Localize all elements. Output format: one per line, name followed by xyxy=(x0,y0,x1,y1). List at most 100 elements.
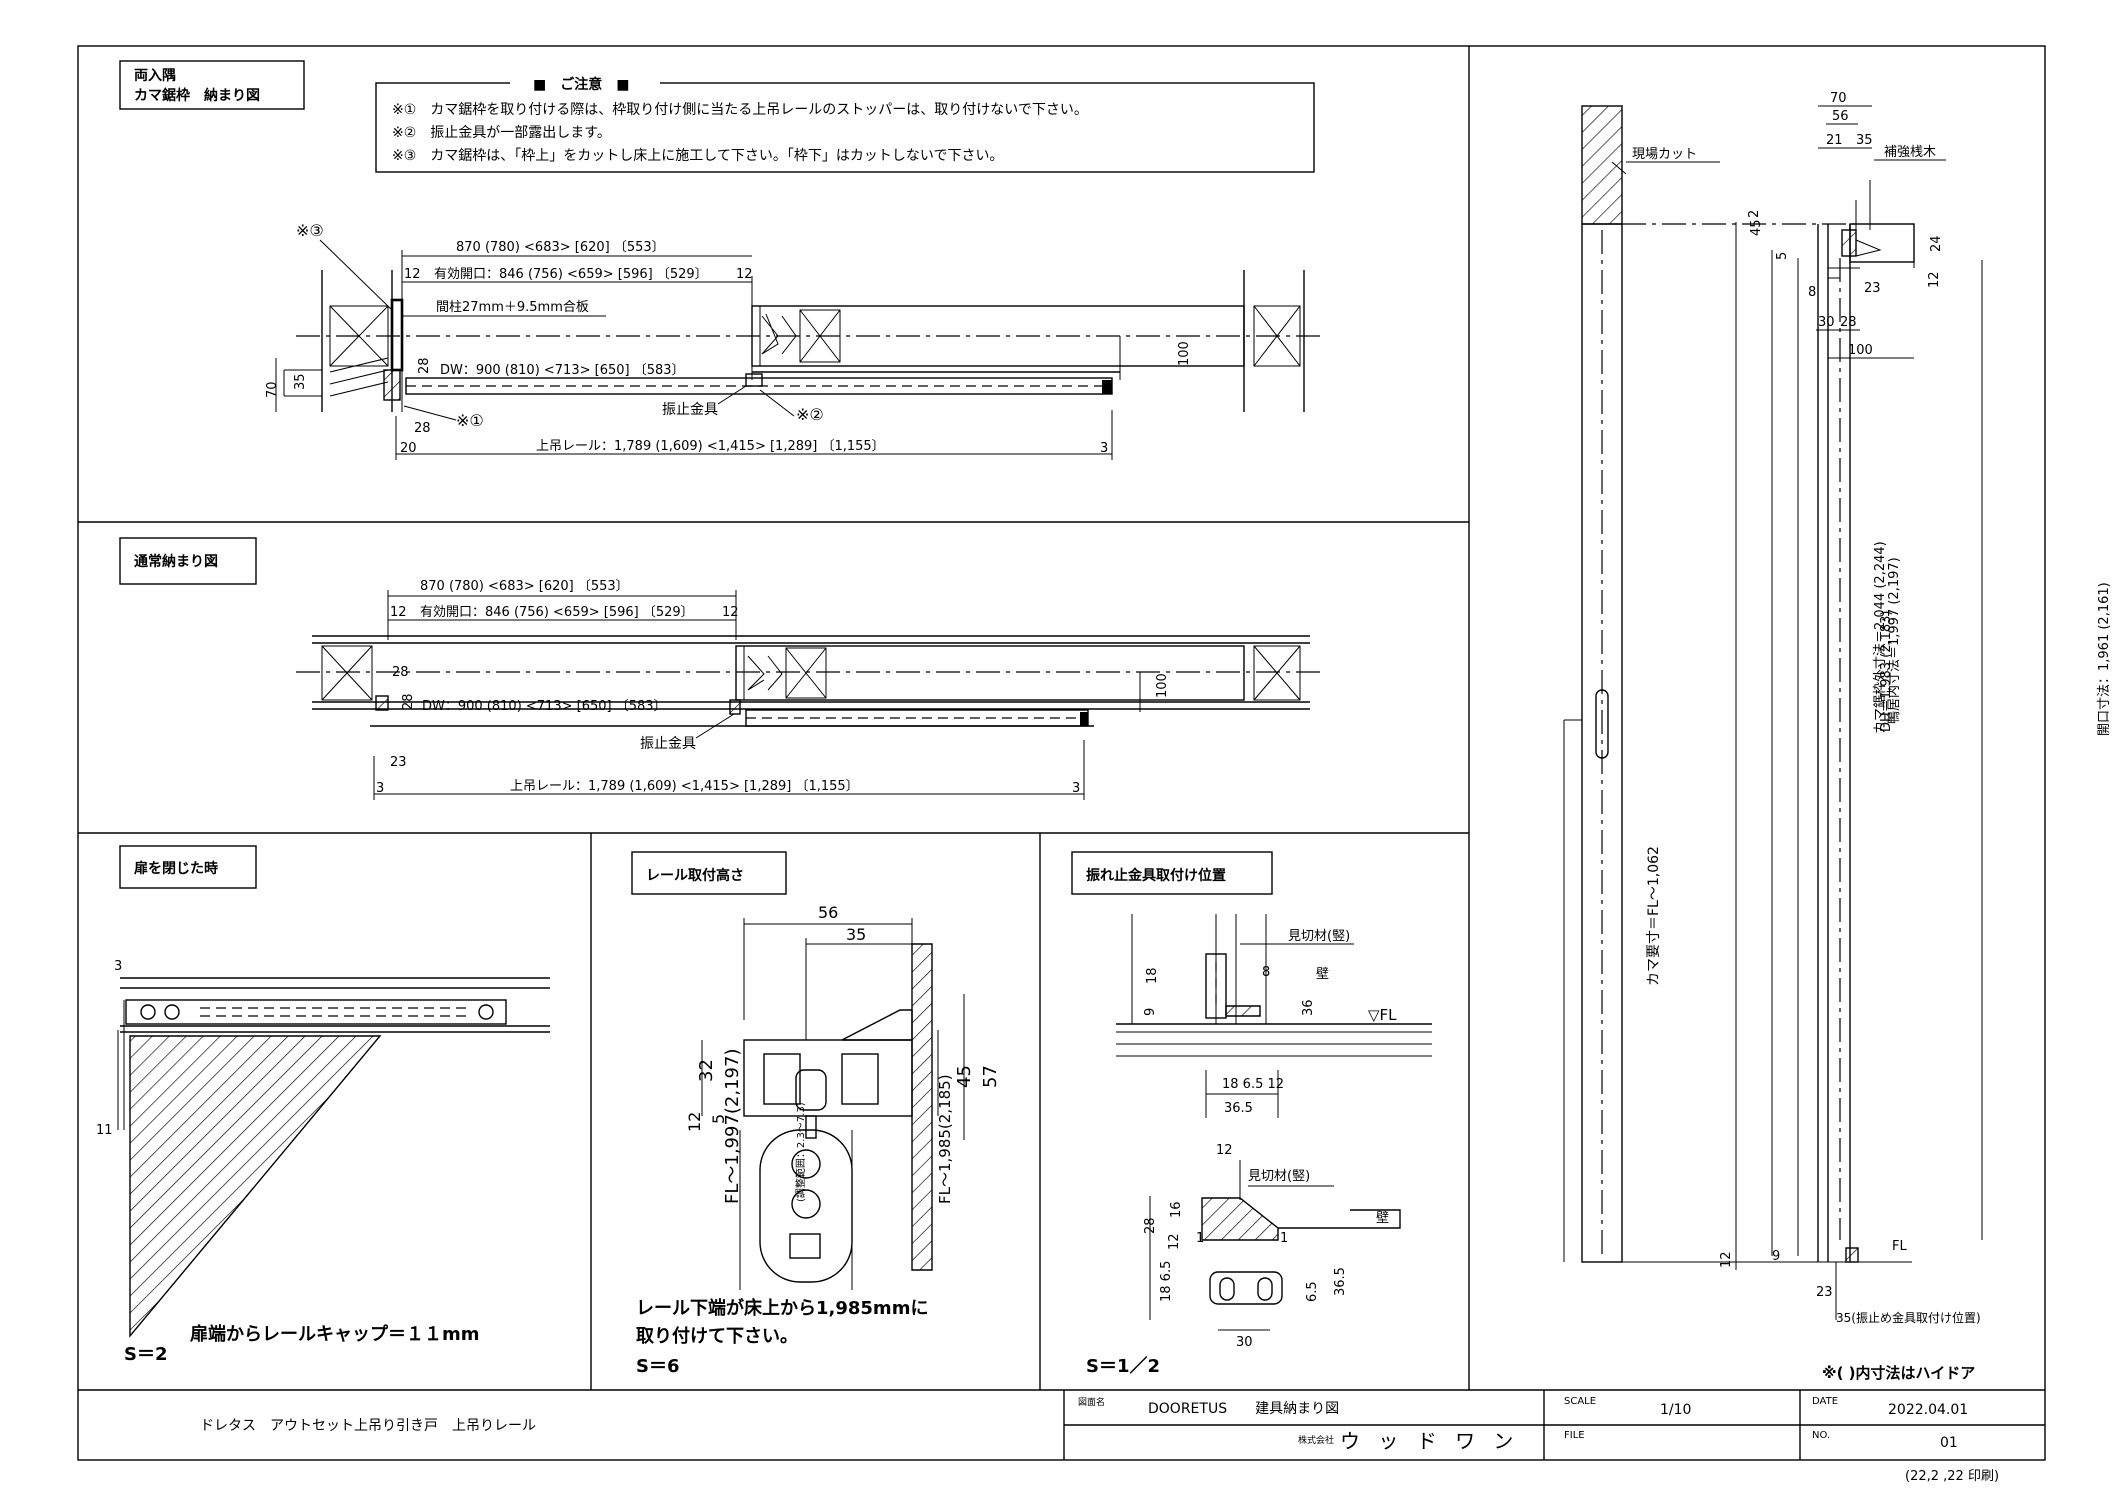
p2-dw: DW：900 (810) <713> [650] 〔583〕 xyxy=(422,699,667,714)
scale-label: SCALE xyxy=(1564,1396,1596,1407)
p1-stopper: 振止金具 xyxy=(662,402,718,418)
panel-corner-frame-detail: 両入隅 カマ鋸枠 納まり図 ■ ご注意 ■ ※① カマ鋸枠を取り付ける際は、枠取… xyxy=(119,60,1320,460)
p5-dim-16: 16 xyxy=(1169,1201,1184,1218)
p5-dim-12b: 12 xyxy=(1167,1233,1182,1250)
scale-value: 1/10 xyxy=(1660,1402,1691,1418)
p5-mikiri2: 見切材(竪) xyxy=(1248,1169,1310,1184)
sheet-border xyxy=(77,45,2046,1461)
p5-dim-30: 30 xyxy=(1236,1335,1253,1350)
panel-door-closed: 扉を閉じた時 3 11 扉端からレールキャップ＝１１mm S＝2 xyxy=(96,845,550,1365)
p6-kama: カマ要寸＝FL～1,062 xyxy=(1646,846,1662,986)
p2-stopper: 振止金具 xyxy=(640,736,696,752)
p1-rail: 上吊レール：1,789 (1,609) <1,415> [1,289] 〔1,1… xyxy=(536,439,885,454)
p1-dw: DW：900 (810) <713> [650] 〔583〕 xyxy=(440,363,685,378)
p5-dim-65: 6.5 xyxy=(1305,1281,1320,1302)
p6-dim-5: 5 xyxy=(1775,252,1790,260)
p1-mark2: ※② xyxy=(796,405,824,424)
note-1: ※① カマ鋸枠を取り付ける際は、枠取り付け側に当たる上吊レールのストッパーは、取… xyxy=(392,102,1088,118)
p2-dim-12b: 12 xyxy=(722,605,739,620)
notes-box xyxy=(375,82,1315,173)
p5-dim-365b: 36.5 xyxy=(1333,1267,1348,1296)
p4-fl1: FL～1,997(2,197) xyxy=(722,1049,743,1205)
p2-dim-3a: 3 xyxy=(376,781,384,796)
p5-fl: ▽FL xyxy=(1368,1006,1397,1024)
mark-3: ※③ xyxy=(296,221,324,240)
p6-reinforce: 補強桟木 xyxy=(1884,145,1936,160)
p5-dim-12: 12 xyxy=(1216,1143,1233,1158)
product-name: ドレタス アウトセット上吊り引き戸 上吊りレール xyxy=(200,1418,536,1434)
p5-kabe2: 壁 xyxy=(1376,1211,1389,1226)
p6-frame-outer: カマ鋸枠外寸法＝2,044 (2,244) xyxy=(1873,541,1888,734)
p1-dim-28b: 28 xyxy=(414,421,431,436)
print-note: (22,2 ,22 印刷) xyxy=(1905,1469,1999,1484)
p6-dim-23: 23 xyxy=(1864,281,1881,296)
p6-dim-21: 21 xyxy=(1826,133,1843,148)
p4-fl2: FL～1,985(2,185) xyxy=(936,1074,954,1204)
p6-frame-inner: 鴨居内寸法＝1,997 (2,197) xyxy=(1886,557,1902,724)
file-label: FILE xyxy=(1564,1430,1585,1441)
p4-adjust: (調整範囲：2.3～7.3) xyxy=(794,1102,807,1202)
p6-dim-12: 12 xyxy=(1927,271,1942,288)
p5-scale: S＝1／2 xyxy=(1086,1356,1160,1377)
p4-dim-12: 12 xyxy=(685,1112,704,1132)
p6-dim-24: 24 xyxy=(1929,235,1944,252)
p6-dim-45: 45 xyxy=(1749,219,1764,236)
p1-post-note: 間柱27mm＋9.5mm合板 xyxy=(436,300,589,315)
p6-dim-9: 9 xyxy=(1772,1249,1780,1264)
p5-dim-18: 18 xyxy=(1145,967,1160,984)
p1-dim-35: 35 xyxy=(293,373,308,390)
p4-caption2: 取り付けて下さい。 xyxy=(636,1325,798,1347)
p4-caption1: レール下端が床上から1,985mmに xyxy=(636,1297,928,1319)
p6-note: ※( )内寸法はハイドア xyxy=(1822,1364,1975,1382)
p1-dim-3: 3 xyxy=(1100,441,1108,456)
p6-dim-8: 8 xyxy=(1808,285,1816,300)
p1-dim-total: 870 (780) <683> [620] 〔553〕 xyxy=(456,240,665,255)
p4-dim-35: 35 xyxy=(846,925,866,944)
p6-dim-35b: 35(振止め金具取付け位置) xyxy=(1836,1310,1981,1325)
p2-dim-3b: 3 xyxy=(1072,781,1080,796)
p1-mark1: ※① xyxy=(456,411,484,430)
p6-dim-35: 35 xyxy=(1856,133,1873,148)
company-label: 株式会社 xyxy=(1298,1434,1334,1446)
p4-dim-32: 32 xyxy=(696,1059,717,1082)
panel5-title: 振れ止金具取付け位置 xyxy=(1086,867,1226,884)
p5-mikiri1: 見切材(竪) xyxy=(1288,929,1350,944)
no-value: 01 xyxy=(1940,1435,1958,1451)
p5-dim-9: 9 xyxy=(1143,1008,1158,1016)
p4-dim-5: 5 xyxy=(709,1114,728,1124)
panel-standard-detail: 通常納まり図 870 (780) <683> [620] 〔553〕 12 有効… xyxy=(119,537,1320,800)
panel-stopper-position: 振れ止金具取付け位置 見切材(竪) 壁 8 18 9 36 ▽FL 18 6.5… xyxy=(1071,851,1432,1377)
panel3-title: 扉を閉じた時 xyxy=(134,860,218,877)
p3-dim-3: 3 xyxy=(114,959,122,974)
p3-caption: 扉端からレールキャップ＝１１mm xyxy=(190,1323,480,1345)
p5-dim-8: 8 xyxy=(1262,965,1270,980)
p6-dim-2: 2 xyxy=(1747,210,1762,218)
p4-scale: S＝6 xyxy=(636,1356,680,1377)
panel2-title: 通常納まり図 xyxy=(134,553,218,570)
p2-dim-total: 870 (780) <683> [620] 〔553〕 xyxy=(420,579,629,594)
p6-dim-23b: 23 xyxy=(1816,1285,1833,1300)
p5-dim-1a: 1 xyxy=(1196,1231,1204,1246)
date-label: DATE xyxy=(1812,1396,1838,1407)
p5-kabe1: 壁 xyxy=(1316,967,1329,982)
drawing-name: DOORETUS 建具納まり図 xyxy=(1148,1401,1339,1417)
p5-dim-36: 36 xyxy=(1301,999,1316,1016)
title-block: ドレタス アウトセット上吊り引き戸 上吊りレール 図面名 DOORETUS 建具… xyxy=(78,1389,2045,1484)
p1-dim-20: 20 xyxy=(400,441,417,456)
p6-dim-100: 100 xyxy=(1848,343,1873,358)
date-value: 2022.04.01 xyxy=(1888,1402,1968,1418)
p2-dim-100: 100 xyxy=(1155,673,1170,698)
panel1-title-line2: カマ鋸枠 納まり図 xyxy=(134,87,260,104)
p1-dim-28a: 28 xyxy=(417,357,432,374)
p6-cut: 現場カット xyxy=(1632,147,1697,162)
p2-dim-opening: 有効開口：846 (756) <659> [596] 〔529〕 xyxy=(420,605,694,620)
p2-dim-28a: 28 xyxy=(392,665,409,680)
p1-dim-70: 70 xyxy=(265,381,280,398)
p6-dh: DH＝1,983 (2,183) xyxy=(1879,611,1894,733)
p6-dim-70: 70 xyxy=(1830,91,1847,106)
p3-scale: S＝2 xyxy=(124,1344,168,1365)
p6-dim-30: 30 xyxy=(1818,315,1835,330)
p2-dim-28b: 28 xyxy=(401,693,416,710)
p6-dim-12b: 12 xyxy=(1719,1251,1734,1268)
